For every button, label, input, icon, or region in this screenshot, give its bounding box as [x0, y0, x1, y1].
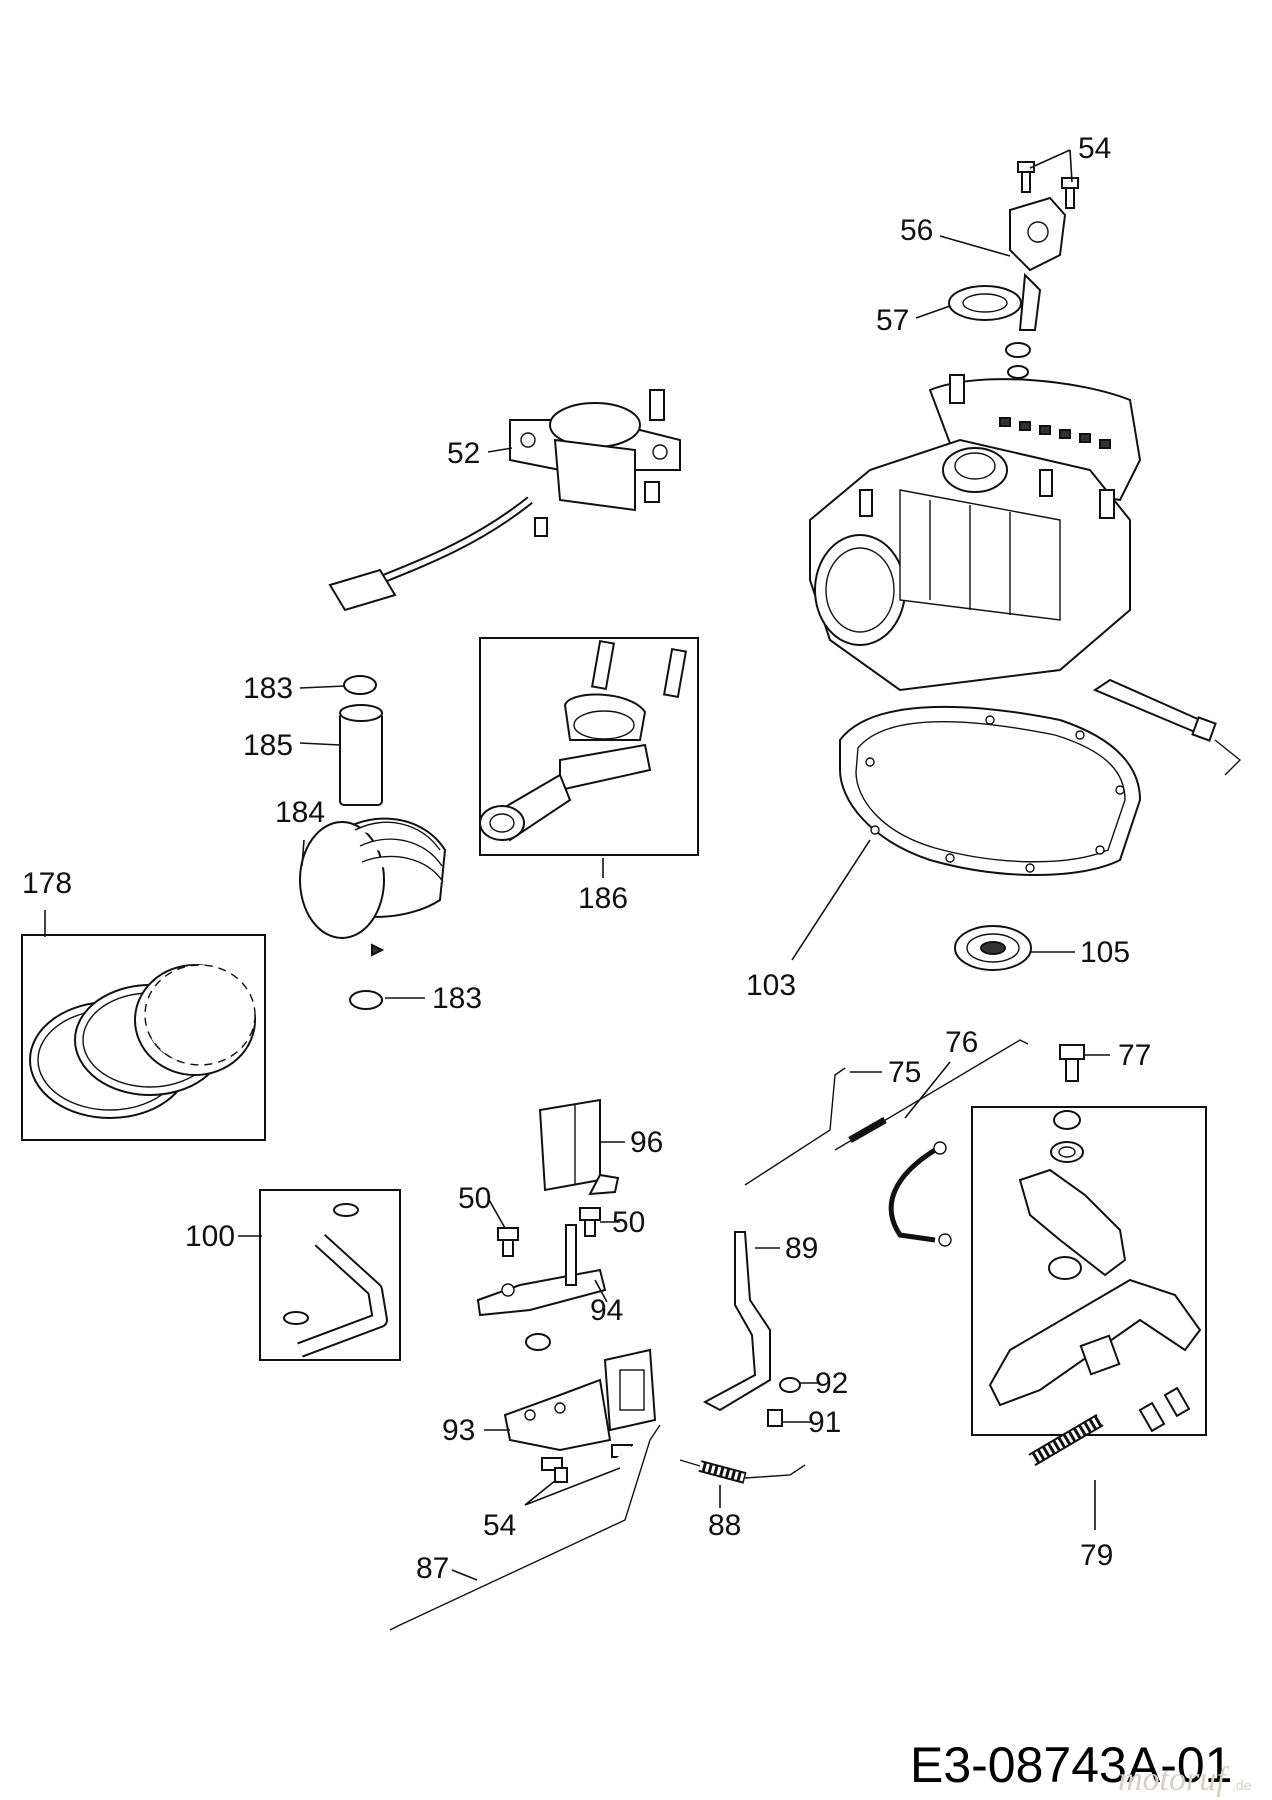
- governor-lever: [702, 1231, 771, 1412]
- callout-75: 75: [888, 1056, 921, 1089]
- callout-103: 103: [746, 969, 796, 1002]
- crankcase-assembly: [809, 374, 1142, 692]
- bolt: [497, 1227, 519, 1257]
- choke-link: [744, 1067, 846, 1186]
- governor-spring: [679, 1459, 806, 1484]
- drawing-code: E3-08743A-01: [910, 1737, 1232, 1793]
- callout-56: 56: [900, 214, 933, 247]
- callout-96: 96: [630, 1126, 663, 1159]
- circlip: [343, 675, 377, 695]
- callout-184: 184: [275, 796, 325, 829]
- callout-93: 93: [442, 1414, 475, 1447]
- control-bracket: [503, 1348, 657, 1452]
- circlip: [349, 990, 383, 1010]
- callout-87: 87: [416, 1552, 449, 1585]
- watermark-tld: .de: [1232, 1777, 1252, 1793]
- choke-rod: [834, 1039, 1029, 1151]
- governor-plate: [476, 1224, 607, 1317]
- callout-91: 91: [808, 1406, 841, 1439]
- control-assembly-frame: [971, 1106, 1207, 1436]
- crankcase-gasket: [839, 705, 1142, 876]
- bolt: [541, 1457, 568, 1483]
- bearing-cover: [1005, 196, 1067, 379]
- breather-tube: [283, 1203, 388, 1358]
- callout-186: 186: [578, 882, 628, 915]
- callout-77: 77: [1118, 1039, 1151, 1072]
- callout-178: 178: [22, 867, 72, 900]
- callout-50: 50: [458, 1182, 491, 1215]
- throttle-rod: [389, 1424, 661, 1631]
- connecting-rod-frame: [479, 637, 699, 856]
- connecting-rod: [479, 639, 688, 842]
- bolt: [1061, 177, 1079, 209]
- callout-50: 50: [612, 1206, 645, 1239]
- governor-shaft: [1092, 678, 1242, 776]
- watermark-brand: motoruf: [1118, 1761, 1230, 1798]
- callout-92: 92: [815, 1367, 848, 1400]
- screw: [767, 1409, 783, 1427]
- callout-52: 52: [447, 437, 480, 470]
- callout-185: 185: [243, 729, 293, 762]
- piston-pin: [339, 704, 383, 806]
- bolt: [579, 1207, 601, 1237]
- leader-lines: [44, 149, 1110, 1581]
- callout-79: 79: [1080, 1539, 1113, 1572]
- callout-89: 89: [785, 1232, 818, 1265]
- callout-100: 100: [185, 1220, 235, 1253]
- nut: [779, 1377, 801, 1393]
- oil-seal: [948, 285, 1022, 321]
- callout-76: 76: [945, 1026, 978, 1059]
- callout-183: 183: [432, 982, 482, 1015]
- main-bearing: [954, 925, 1032, 971]
- throttle-bracket: [538, 1098, 620, 1196]
- callout-labels: 54 56 57 52 183 185 184 186 178 183 103 …: [22, 132, 1151, 1585]
- piston-rings-frame: [21, 934, 266, 1141]
- breather-tube-frame: [259, 1189, 401, 1361]
- callout-54: 54: [1078, 132, 1111, 165]
- callout-105: 105: [1080, 936, 1130, 969]
- control-assembly: [988, 1110, 1202, 1467]
- piston: [299, 817, 447, 957]
- callout-57: 57: [876, 304, 909, 337]
- ignition-coil: [328, 389, 681, 612]
- callout-88: 88: [708, 1509, 741, 1542]
- callout-94: 94: [590, 1294, 623, 1327]
- callout-183: 183: [243, 672, 293, 705]
- ground-wire: [888, 1141, 952, 1247]
- bolt: [1059, 1044, 1085, 1082]
- callout-54: 54: [483, 1509, 516, 1542]
- clip: [525, 1333, 551, 1351]
- piston-rings: [29, 964, 256, 1119]
